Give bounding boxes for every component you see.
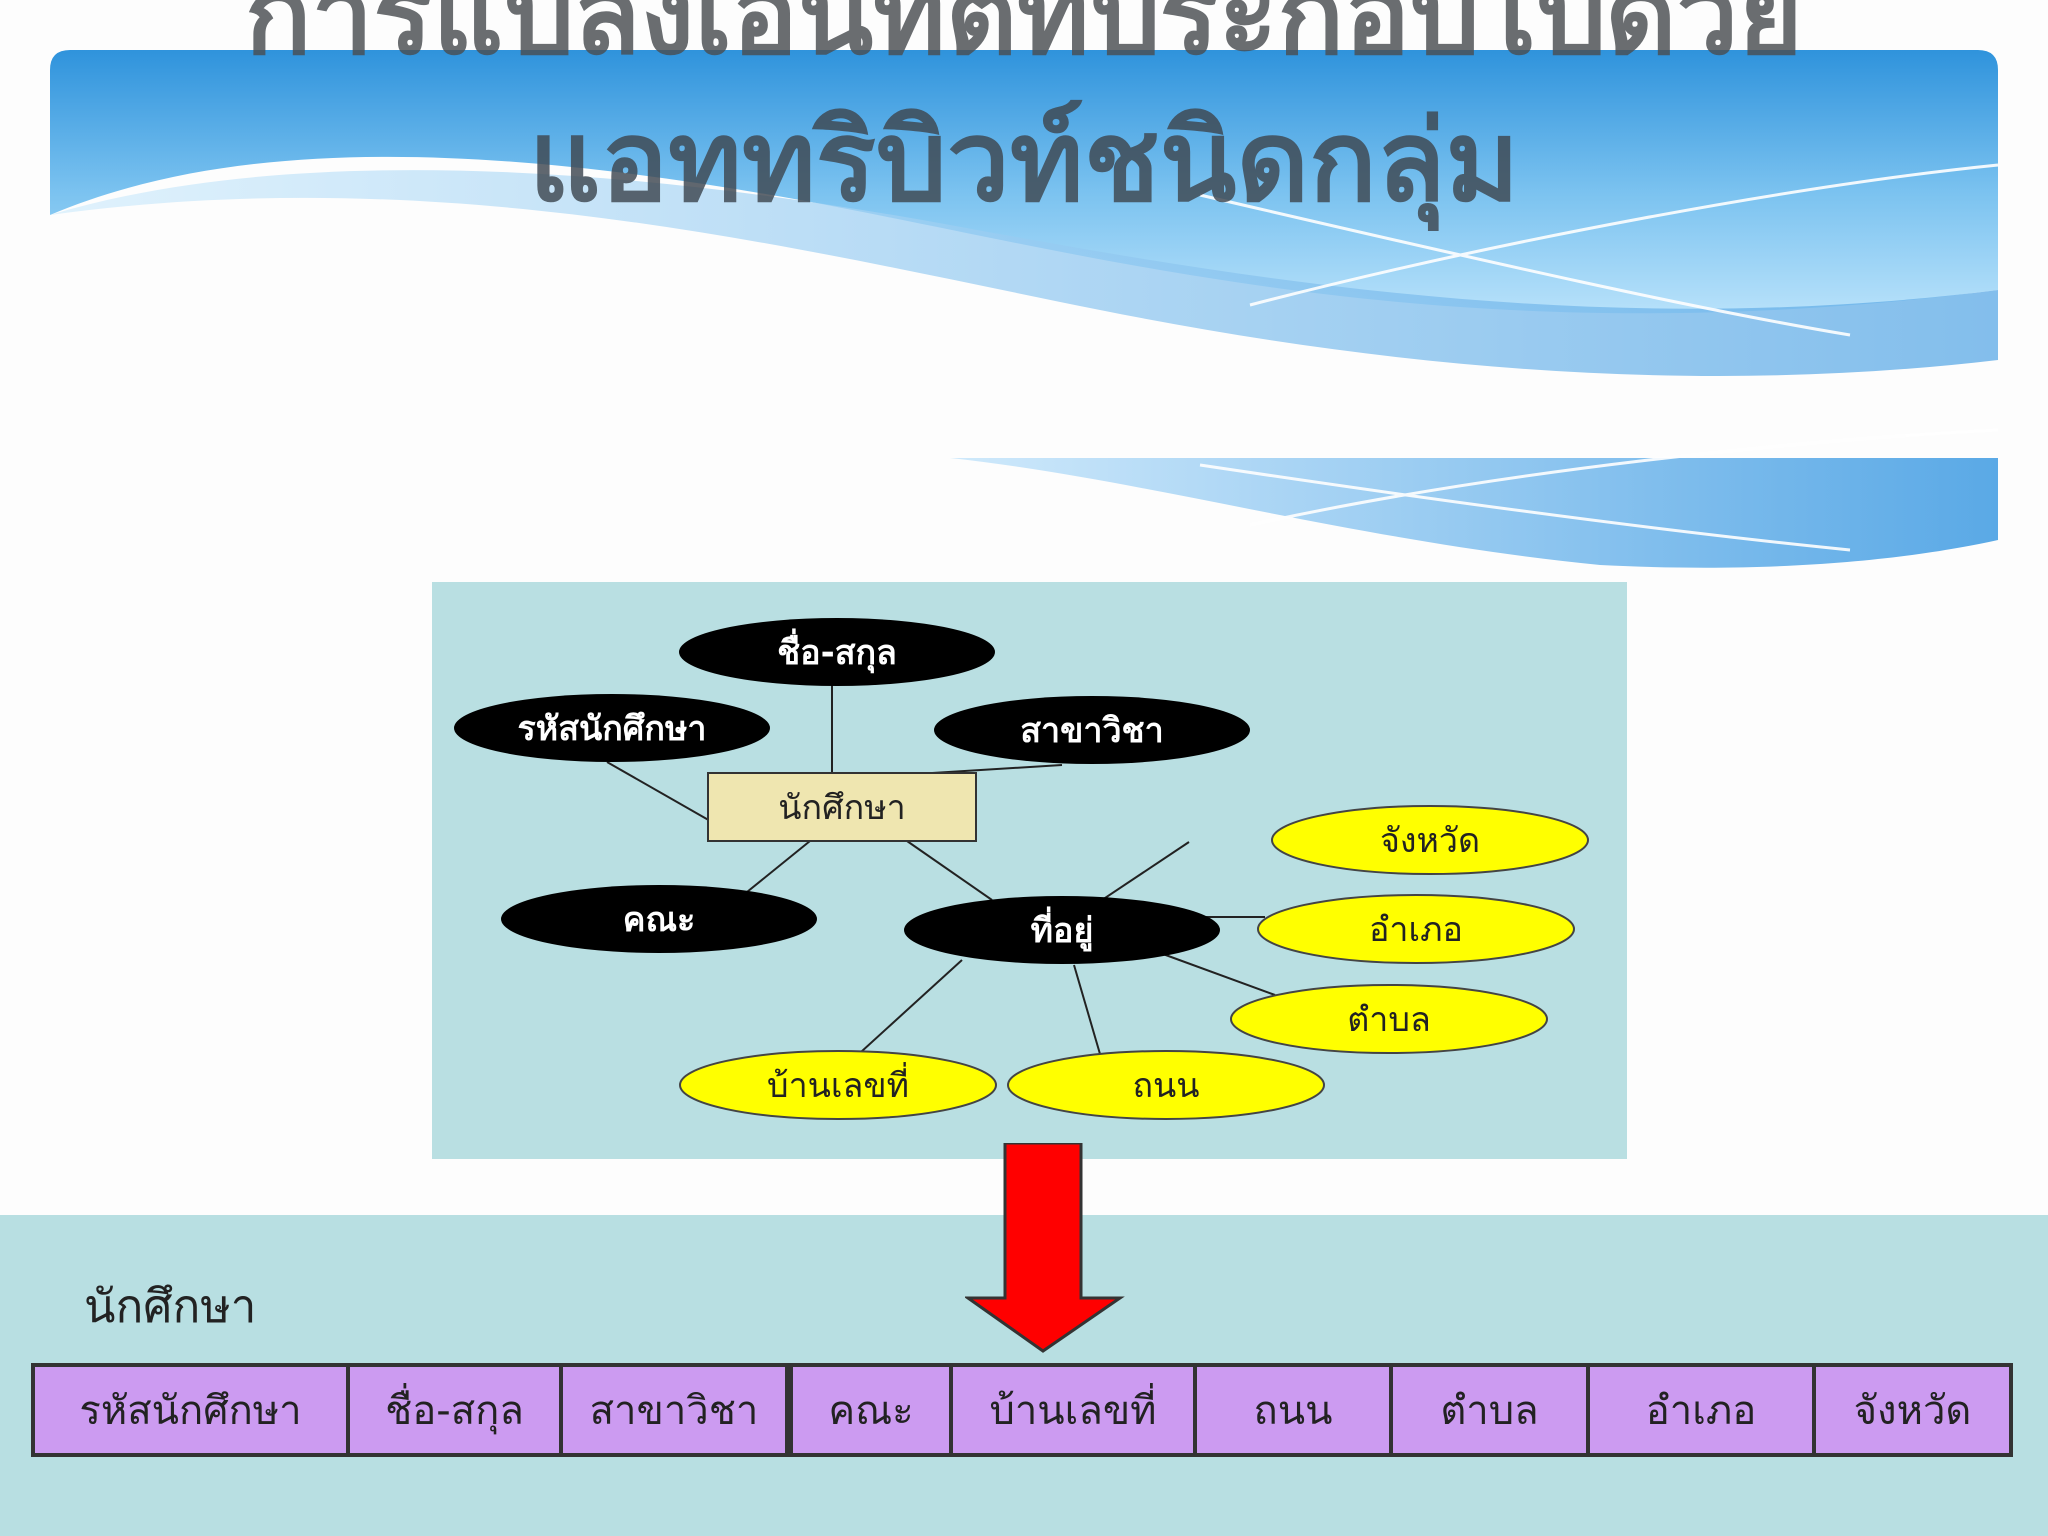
attr-house-no-label: บ้านเลขที่ [767,1062,909,1106]
slide-title-line-2: แอททริบิวท์ชนิดกลุ่ม [528,97,1520,227]
attr-student-id-label: รหัสนักศึกษา [518,709,707,749]
column-district: อำเภอ [1586,1363,1816,1457]
er-diagram: นักศึกษา ชื่อ-สกุล รหัสนักศึกษา สาขาวิชา… [432,582,1627,1159]
attr-subdistrict-label: ตำบล [1347,1000,1431,1040]
attr-faculty-label: คณะ [623,900,696,940]
attr-faculty-ellipse [501,885,817,953]
attr-student-id-ellipse [454,694,770,762]
attr-district-label: อำเภอ [1369,910,1463,950]
attr-road-ellipse [1007,1050,1325,1120]
attr-house-no-ellipse [679,1050,997,1120]
column-student-id: รหัสนักศึกษา [31,1363,350,1457]
entity-student-box [707,772,977,842]
attr-district-ellipse [1257,894,1575,964]
column-faculty: คณะ [785,1363,953,1457]
column-subdistrict: ตำบล [1389,1363,1590,1457]
attr-subdistrict-ellipse [1230,984,1548,1054]
connector-lines [606,684,1276,1063]
column-road: ถนน [1193,1363,1393,1457]
result-table-row: รหัสนักศึกษา ชื่อ-สกุล สาขาวิชา คณะ บ้าน… [31,1363,2013,1457]
attr-name-label: ชื่อ-สกุล [777,628,897,674]
down-arrow-icon [965,1143,1125,1353]
result-table-name: นักศึกษา [84,1279,257,1333]
attr-road-label: ถนน [1132,1066,1199,1106]
slide-title-line-1: การแปลงเอนทิตีที่ประกอบไปด้วย [245,0,1803,79]
column-name: ชื่อ-สกุล [346,1363,563,1457]
result-table: รหัสนักศึกษา ชื่อ-สกุล สาขาวิชา คณะ บ้าน… [31,1363,2013,1457]
attr-province-ellipse [1271,805,1589,875]
column-province: จังหวัด [1812,1363,2013,1457]
attr-major-label: สาขาวิชา [1020,711,1163,751]
attr-major-ellipse [934,696,1250,764]
attr-name-ellipse [679,618,995,686]
column-major: สาขาวิชา [559,1363,791,1457]
attr-province-label: จังหวัด [1380,821,1480,861]
wave-header-decoration [50,50,1999,568]
attr-address-ellipse [904,896,1220,964]
attr-address-label: ที่อยู่ [1031,906,1094,952]
entity-student-label: นักศึกษา [778,788,906,828]
column-house-no: บ้านเลขที่ [949,1363,1197,1457]
